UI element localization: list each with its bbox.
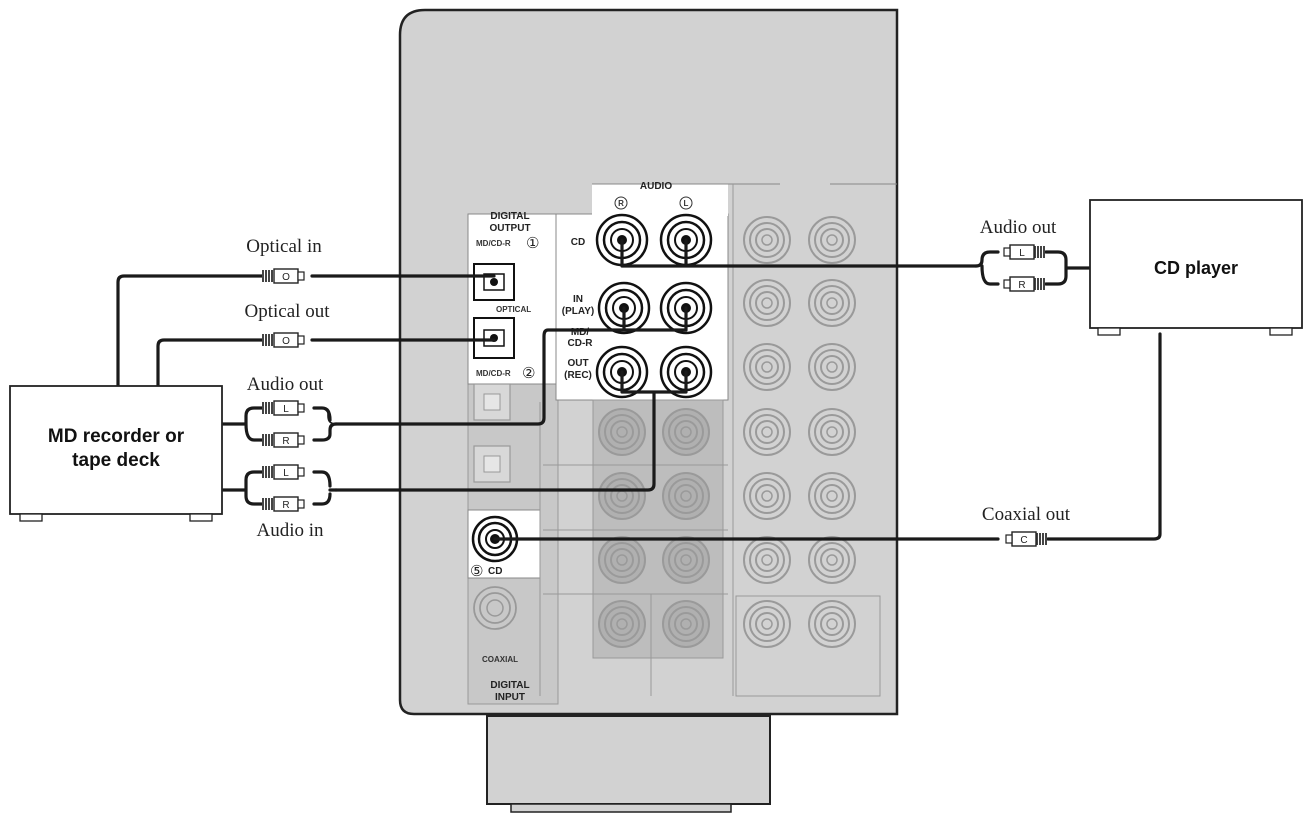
optical-output-jack-2[interactable] [473, 317, 515, 359]
optical-in-cable [116, 274, 264, 388]
audio-label: AUDIO [640, 181, 672, 192]
unused-rca-jack [808, 279, 856, 327]
optical-in-label: Optical in [246, 236, 322, 257]
md-in-plug-l: L [262, 464, 305, 480]
unused-rca-jack [743, 408, 791, 456]
unused-rca-jack [808, 472, 856, 520]
optical-label: OPTICAL [496, 305, 531, 314]
md-audio-in-cable [334, 370, 688, 492]
md-in-plug-l-letter: L [283, 468, 289, 479]
cdr-label: CD-R [568, 338, 594, 349]
md-label: MD/ [571, 327, 590, 338]
unused-rca-jack [808, 536, 856, 584]
unused-rca-jack [662, 408, 710, 456]
optical-out-label: Optical out [245, 301, 331, 322]
unused-rca-jack [743, 536, 791, 584]
coaxial-out-cable [1046, 332, 1162, 541]
play-label: (PLAY) [562, 306, 594, 317]
unused-rca-jack [808, 408, 856, 456]
unused-rca-jack [743, 279, 791, 327]
unused-rca-jack [743, 216, 791, 264]
unused-rca-jack [598, 472, 646, 520]
coax-cd-label: CD [488, 566, 502, 577]
unused-rca-jack [662, 472, 710, 520]
cd-audio-label: CD [571, 237, 585, 248]
unused-rca-jack [743, 343, 791, 391]
optical-output-jack-1[interactable] [473, 263, 515, 301]
cd-player-label: CD player [1154, 258, 1238, 278]
digital-io-column: DIGITAL OUTPUT MD/CD-R ① OPTICAL MD/CD-R… [467, 211, 559, 705]
jack-number-1: ① [526, 235, 539, 252]
jack-number-2: ② [522, 365, 535, 382]
digital-output-label-2: OUTPUT [489, 223, 530, 234]
channel-l-label: L [684, 199, 689, 208]
md-recorder-device: MD recorder or tape deck [9, 385, 223, 522]
cd-out-plug-l: L [1003, 244, 1045, 260]
cables [116, 238, 1162, 541]
unused-rca-jack [808, 216, 856, 264]
md-audio-out-cable [334, 306, 688, 426]
out-label: OUT [567, 358, 588, 369]
coaxial-out-plug-letter: C [1020, 535, 1027, 546]
md-out-plug-l: L [262, 400, 305, 416]
optical-out-plug: O [262, 332, 305, 348]
cd-audio-out-label: Audio out [980, 217, 1057, 238]
optical-jack-unused-2 [473, 445, 511, 483]
coaxial-jack-unused [473, 586, 517, 630]
cd-audio-out-cable [620, 238, 978, 268]
coaxial-out-plug: C [1005, 531, 1047, 547]
md-audio-out-label: Audio out [247, 374, 324, 395]
optical-jack-unused-1 [473, 383, 511, 421]
receiver-foot [486, 715, 771, 805]
unused-rca-jack [743, 472, 791, 520]
unused-rca-jack [662, 536, 710, 584]
optical-out-cable [156, 338, 264, 388]
unused-rca-jack [598, 536, 646, 584]
coaxial-out-label: Coaxial out [982, 504, 1071, 525]
plugs: O O L R L R L R C [262, 244, 1047, 547]
unused-rca-jack [808, 600, 856, 648]
unused-rca-jack [598, 408, 646, 456]
in-label: IN [573, 294, 583, 305]
rec-label: (REC) [564, 370, 592, 381]
unused-rca-jack [598, 600, 646, 648]
coaxial-label: COAXIAL [482, 655, 518, 664]
unused-rca-jack [662, 600, 710, 648]
md-recorder-label-line1: MD recorder or [48, 426, 185, 447]
md-cdr-1-label: MD/CD-R [476, 239, 511, 248]
digital-input-label-2: INPUT [495, 692, 525, 703]
optical-in-plug-letter: O [282, 272, 290, 283]
unused-rca-jack [743, 600, 791, 648]
jack-number-5: ⑤ [470, 563, 483, 580]
md-out-plug-r: R [262, 432, 305, 448]
digital-output-label: DIGITAL [490, 211, 529, 222]
cd-out-plug-r: R [1003, 276, 1045, 292]
md-out-plug-l-letter: L [283, 404, 289, 415]
md-recorder-label-line2: tape deck [72, 450, 160, 471]
unused-rca-jack [808, 343, 856, 391]
md-out-plug-r-letter: R [282, 436, 289, 447]
digital-input-label: DIGITAL [490, 680, 529, 691]
md-in-plug-r: R [262, 496, 305, 512]
unused-jack-grid [539, 184, 881, 697]
md-in-plug-r-letter: R [282, 500, 289, 511]
md-audio-in-label: Audio in [256, 520, 324, 541]
md-cdr-2-label: MD/CD-R [476, 369, 511, 378]
cd-out-plug-r-letter: R [1018, 280, 1025, 291]
optical-out-plug-letter: O [282, 336, 290, 347]
optical-in-plug: O [262, 268, 305, 284]
cd-player-device: CD player [1089, 199, 1303, 336]
cd-out-plug-l-letter: L [1019, 248, 1025, 259]
channel-r-label: R [618, 199, 624, 208]
